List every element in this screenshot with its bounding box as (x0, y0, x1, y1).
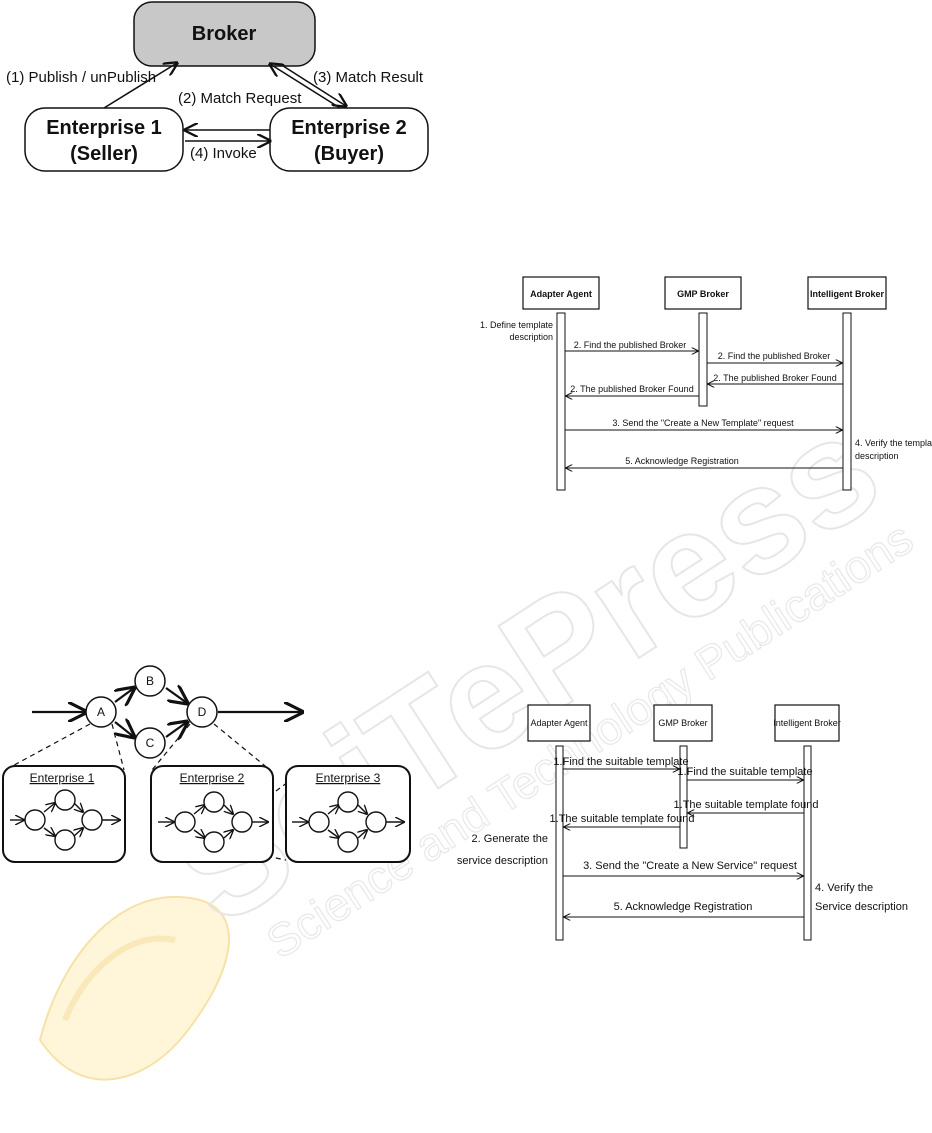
seq2-msg-find-int: 1.Find the suitable template (677, 766, 812, 778)
broker-label: Broker (192, 23, 257, 45)
seq1-msg-found-adapter: 2. The published Broker Found (570, 384, 693, 394)
seq1-note-define-2: description (509, 332, 553, 342)
seller-name: Enterprise 1 (46, 117, 162, 139)
seq1-actor-intelligent-label: Intelligent Broker (810, 289, 885, 299)
broker-diagram: Broker Enterprise 1 (Seller) Enterprise … (6, 1, 429, 172)
seq1-note-define-1: 1. Define template (480, 320, 553, 330)
seq1-lifeline-adapter (556, 312, 566, 491)
workflow-enterprise-2-label: Enterprise 2 (180, 771, 245, 785)
workflow-enterprise-2-box (150, 765, 274, 863)
workflow-diagram: A B C D Enterprise 1 (2, 665, 411, 863)
workflow-node-d (186, 696, 218, 728)
workflow-node-b (134, 665, 166, 697)
seq2-lifeline-intelligent (803, 745, 812, 941)
seq2-msg-found-adapter: 1.The suitable template found (550, 813, 695, 825)
seq1-actor-adapter-label: Adapter Agent (530, 289, 592, 299)
workflow-a-c-arrow (115, 722, 134, 737)
seq2-actor-adapter-label: Adapter Agent (530, 718, 588, 728)
workflow-node-a (85, 696, 117, 728)
broker-box (133, 1, 316, 67)
workflow-node-a-label: A (97, 705, 105, 719)
seq2-note-generate-2: service description (457, 855, 548, 867)
buyer-name: Enterprise 2 (291, 117, 407, 139)
match-result-arrow (279, 63, 346, 106)
workflow-node-b-label: B (146, 674, 154, 688)
seq1-actor-gmp-label: GMP Broker (677, 289, 729, 299)
seq1-msg-find-gmp: 2. Find the published Broker (574, 340, 687, 350)
match-result-label: (3) Match Result (313, 69, 424, 86)
seq2-msg-ack: 5. Acknowledge Registration (614, 901, 753, 913)
match-request-label: (2) Match Request (178, 90, 302, 107)
workflow-enterprise-3-subflow (292, 791, 404, 853)
publish-label: (1) Publish / unPublish (6, 69, 156, 86)
seq2-note-verify-2: Service description (815, 901, 908, 913)
workflow-enterprise-1-label: Enterprise 1 (30, 771, 95, 785)
seq1-msg-ack: 5. Acknowledge Registration (625, 456, 739, 466)
seq2-actor-gmp (653, 704, 713, 742)
workflow-enterprise-3-box (285, 765, 411, 863)
seq1-note-verify-1: 4. Verify the template (855, 438, 932, 448)
buyer-role: (Buyer) (314, 143, 384, 165)
seq1-msg-found-int: 2. The published Broker Found (713, 373, 836, 383)
seq2-lifeline-adapter (555, 745, 564, 941)
publish-arrow (103, 63, 177, 109)
match-request-arrow (270, 64, 341, 109)
seller-role: (Seller) (70, 143, 138, 165)
workflow-enterprise-3-label: Enterprise 3 (316, 771, 381, 785)
seq2-note-generate-1: 2. Generate the (472, 833, 548, 845)
seq1-note-verify-2: description (855, 451, 899, 461)
workflow-enterprise-1-subflow (10, 789, 120, 851)
seq2-lifeline-gmp (679, 745, 688, 849)
workflow-node-c-label: C (146, 736, 155, 750)
workflow-node-d-label: D (198, 705, 207, 719)
seq2-actor-gmp-label: GMP Broker (658, 718, 707, 728)
seq1-lifeline-gmp (698, 312, 708, 407)
seq2-actor-intelligent-label: Intelligent Broker (773, 718, 841, 728)
workflow-b-d-arrow (165, 688, 187, 703)
workflow-enterprise-2-subflow (158, 791, 268, 853)
seq1-actor-gmp (664, 276, 742, 310)
seq1-actor-adapter (522, 276, 600, 310)
seq1-lifeline-intelligent (842, 312, 852, 491)
workflow-c-d-arrow (165, 722, 187, 737)
sequence-diagram-template: Adapter Agent GMP Broker Intelligent Bro… (480, 276, 932, 491)
invoke-label: (4) Invoke (190, 145, 257, 162)
seq2-msg-create-service: 3. Send the "Create a New Service" reque… (583, 860, 797, 872)
watermark-logo-shape (38, 895, 230, 1081)
seq2-note-verify-1: 4. Verify the (815, 882, 873, 894)
seq1-msg-find-int: 2. Find the published Broker (718, 351, 831, 361)
sequence-diagram-service: Adapter Agent GMP Broker Intelligent Bro… (457, 704, 908, 941)
seq2-msg-find-gmp: 1.Find the suitable template (553, 756, 688, 768)
workflow-enterprise-1-box (2, 765, 126, 863)
seq1-actor-intelligent (807, 276, 887, 310)
seq1-msg-create-template: 3. Send the "Create a New Template" requ… (612, 418, 794, 428)
workflow-node-c (134, 727, 166, 759)
seq2-msg-found-int: 1.The suitable template found (674, 799, 819, 811)
seq2-actor-intelligent (774, 704, 840, 742)
workflow-a-b-arrow (115, 688, 134, 702)
seq2-actor-adapter (527, 704, 591, 742)
